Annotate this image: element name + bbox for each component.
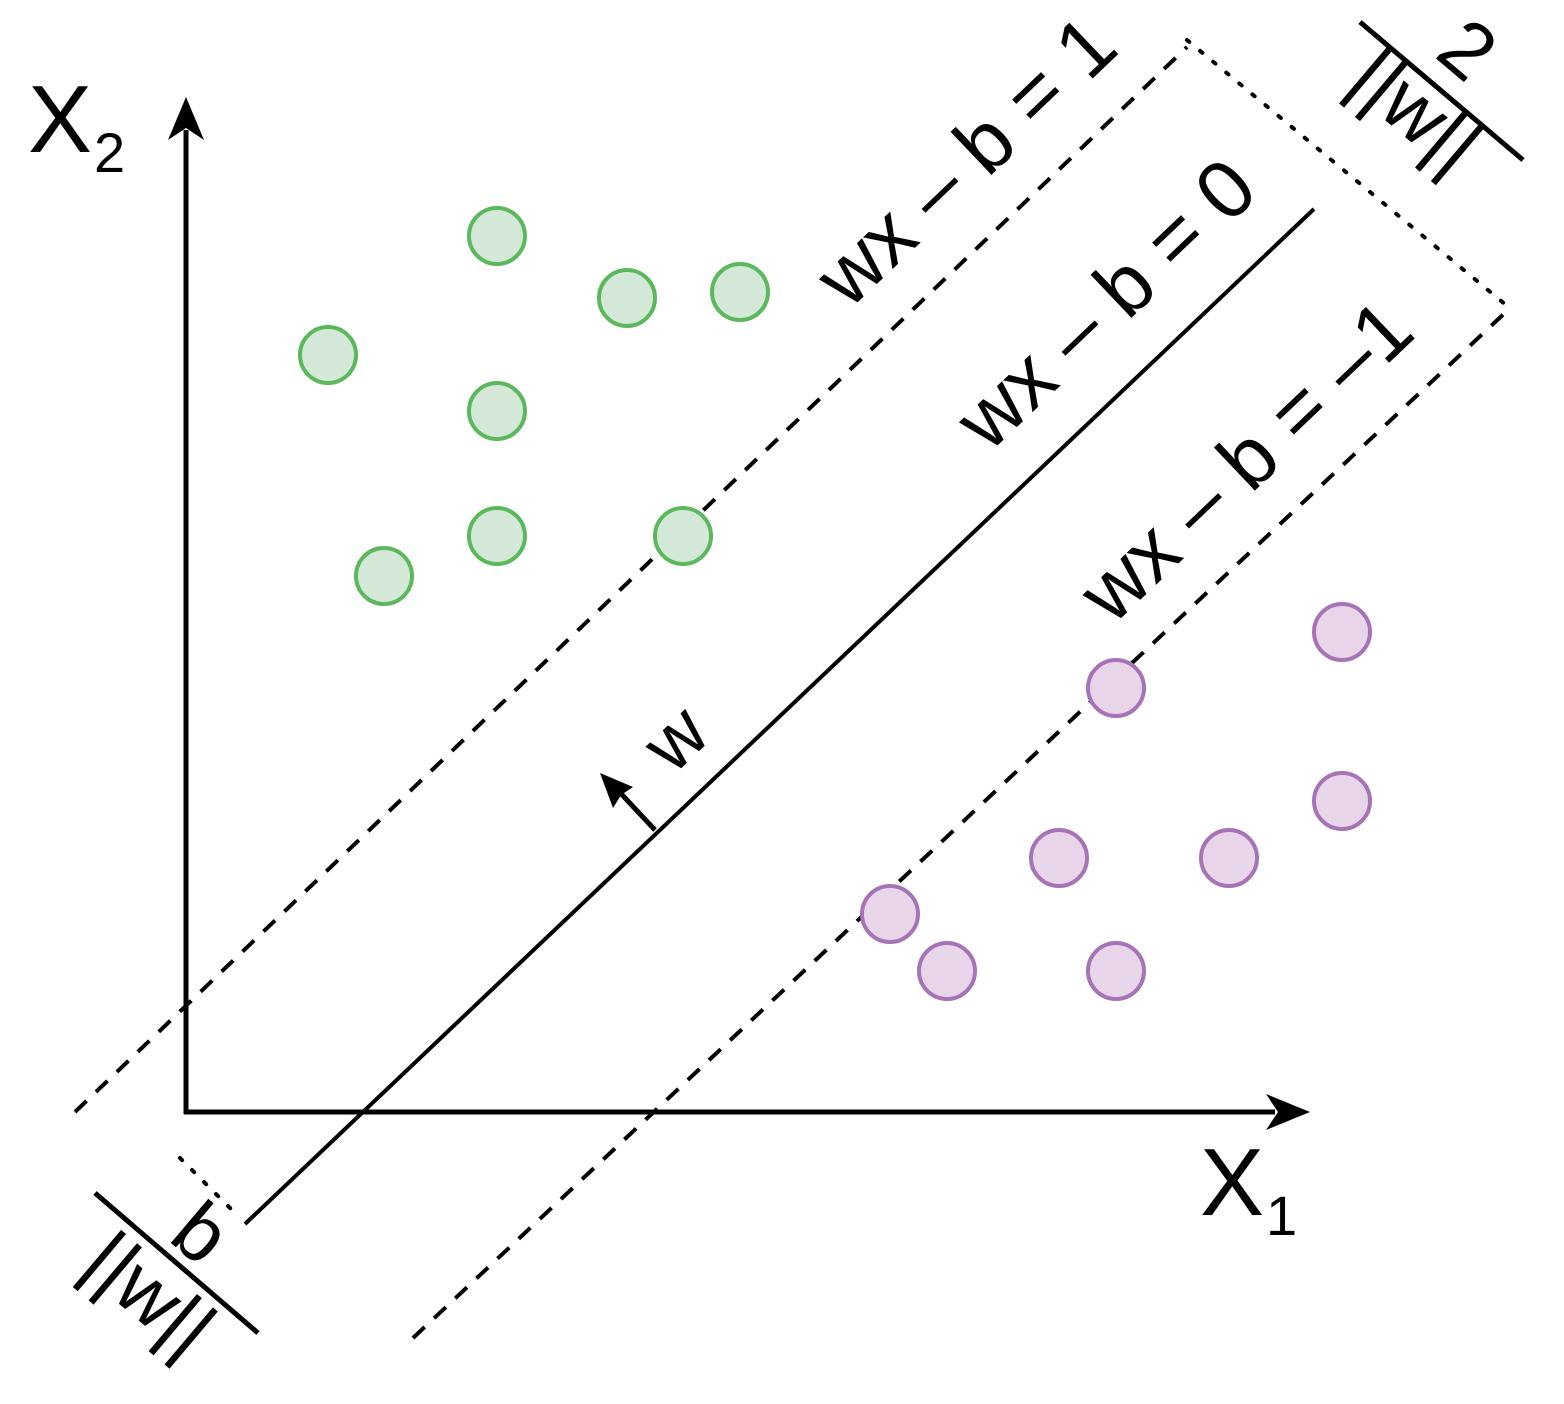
offset-fraction-bar bbox=[93, 1191, 260, 1335]
x2-axis-label: X2 bbox=[28, 66, 125, 184]
margin-connector-dotted bbox=[1185, 38, 1514, 312]
purple-point bbox=[1199, 828, 1259, 888]
normal-vector-label: w bbox=[626, 688, 726, 789]
green-point bbox=[467, 206, 527, 266]
purple-point bbox=[1086, 941, 1146, 1001]
purple-point bbox=[917, 941, 977, 1001]
green-point bbox=[467, 381, 527, 441]
green-point bbox=[467, 506, 527, 566]
offset-connector-dotted bbox=[178, 1156, 242, 1220]
green-point bbox=[354, 546, 414, 606]
purple-point bbox=[1312, 602, 1372, 662]
class-purple-points bbox=[860, 602, 1372, 1001]
green-point bbox=[710, 262, 770, 322]
margin-fraction-bar bbox=[1358, 20, 1525, 162]
purple-point bbox=[1312, 771, 1372, 831]
x1-axis-letter: X bbox=[1200, 1129, 1264, 1236]
green-point bbox=[597, 268, 657, 328]
x1-axis-arrowhead bbox=[1266, 1094, 1310, 1130]
purple-point bbox=[860, 884, 920, 944]
x1-axis-subscript: 1 bbox=[1266, 1184, 1297, 1247]
upper-margin-line bbox=[73, 45, 1189, 1114]
class-green-points bbox=[298, 206, 770, 606]
x2-axis-arrowhead bbox=[168, 97, 204, 140]
lower-margin-line bbox=[411, 308, 1510, 1340]
x2-axis-letter: X bbox=[28, 66, 92, 173]
purple-point bbox=[1086, 658, 1146, 718]
purple-point bbox=[1029, 828, 1089, 888]
green-point bbox=[298, 325, 358, 385]
x2-axis-subscript: 2 bbox=[94, 121, 125, 184]
green-point bbox=[653, 506, 713, 566]
x1-axis-label: X1 bbox=[1200, 1129, 1297, 1247]
normal-vector-arrowhead bbox=[600, 773, 633, 808]
hyperplane-line bbox=[243, 207, 1316, 1226]
